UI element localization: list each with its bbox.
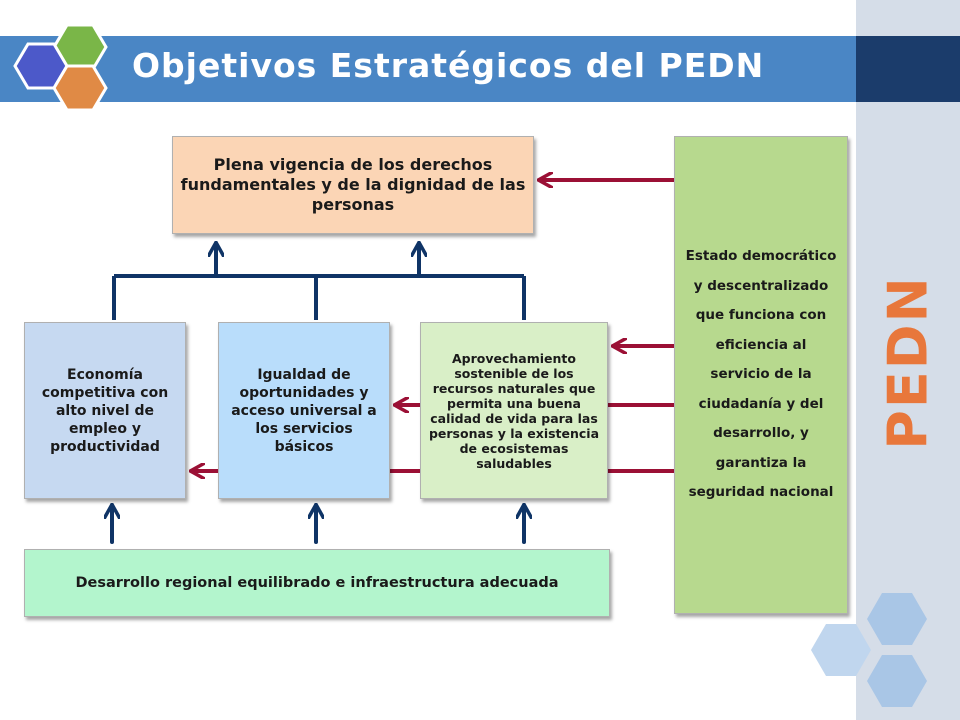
decor-hexagons: [811, 593, 927, 707]
side-label-wrap: PEDN: [860, 262, 956, 462]
economia-text: Economía competitiva con alto nivel de e…: [41, 366, 169, 455]
igualdad-box: Igualdad de oportunidades y acceso unive…: [218, 322, 390, 499]
slide-title: Objetivos Estratégicos del PEDN: [132, 46, 765, 85]
title-bar: [0, 36, 856, 102]
desarrollo-regional-box: Desarrollo regional equilibrado e infrae…: [24, 549, 610, 617]
hexagon-orange: [52, 64, 108, 112]
igualdad-text: Igualdad de oportunidades y acceso unive…: [231, 366, 377, 455]
estado-box: Estado democrático y descentralizado que…: [674, 136, 848, 614]
aprovechamiento-text: Aprovechamiento sostenible de los recurs…: [428, 350, 600, 471]
economia-box: Economía competitiva con alto nivel de e…: [24, 322, 186, 499]
aprovechamiento-box: Aprovechamiento sostenible de los recurs…: [420, 322, 608, 499]
navy-connectors: [112, 274, 526, 320]
top-goal-box: Plena vigencia de los derechos fundament…: [172, 136, 534, 234]
desarrollo-regional-text: Desarrollo regional equilibrado e infrae…: [75, 575, 559, 591]
side-label: PEDN: [876, 274, 940, 450]
top-goal-text: Plena vigencia de los derechos fundament…: [180, 155, 526, 214]
logo-hexagons: [13, 23, 108, 112]
estado-text: Estado democrático y descentralizado que…: [685, 248, 837, 501]
navy-arrows: [112, 244, 524, 544]
title-bar-accent: [856, 36, 960, 102]
